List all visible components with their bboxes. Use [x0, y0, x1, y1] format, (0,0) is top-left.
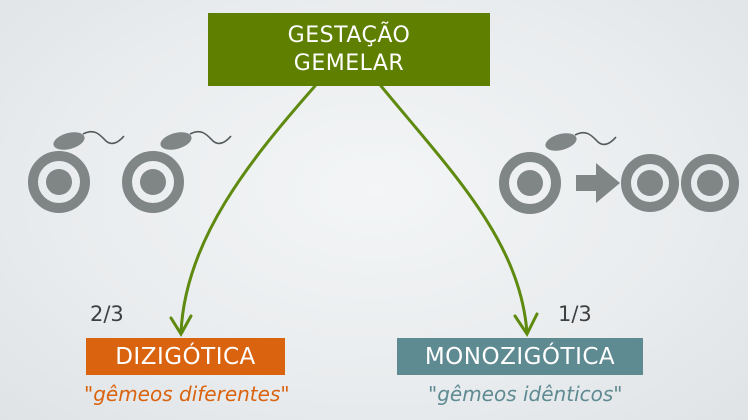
egg-icon: [28, 151, 90, 213]
monozigotica-box: MONOZIGÓTICA: [397, 338, 643, 375]
egg-icon: [499, 152, 561, 214]
egg-icon: [122, 151, 184, 213]
dizigotica-label: DIZIGÓTICA: [115, 343, 256, 370]
egg-icon: [621, 154, 679, 212]
monozigotica-fraction: 1/3: [558, 302, 592, 326]
dizigotica-box: DIZIGÓTICA: [86, 338, 285, 375]
sperm-icon: [53, 130, 125, 150]
monozigotica-description: "gêmeos idênticos": [428, 382, 623, 406]
arrow-to-monozigotica: [379, 84, 539, 337]
right-arrow-icon: [576, 163, 620, 203]
title-line-2: GEMELAR: [293, 50, 405, 76]
dizigotica-description: "gêmeos diferentes": [84, 382, 290, 406]
monozygotic-illustration: [499, 131, 739, 214]
sperm-icon: [160, 130, 232, 150]
gestacao-gemelar-box: GESTAÇÃO GEMELAR: [208, 13, 490, 86]
sperm-icon: [545, 131, 617, 151]
arrow-to-dizigotica: [169, 84, 317, 337]
egg-icon: [681, 154, 739, 212]
monozigotica-label: MONOZIGÓTICA: [424, 343, 616, 370]
dizygotic-illustration: [28, 130, 232, 213]
dizigotica-fraction: 2/3: [90, 302, 124, 326]
title-line-1: GESTAÇÃO: [287, 22, 411, 48]
